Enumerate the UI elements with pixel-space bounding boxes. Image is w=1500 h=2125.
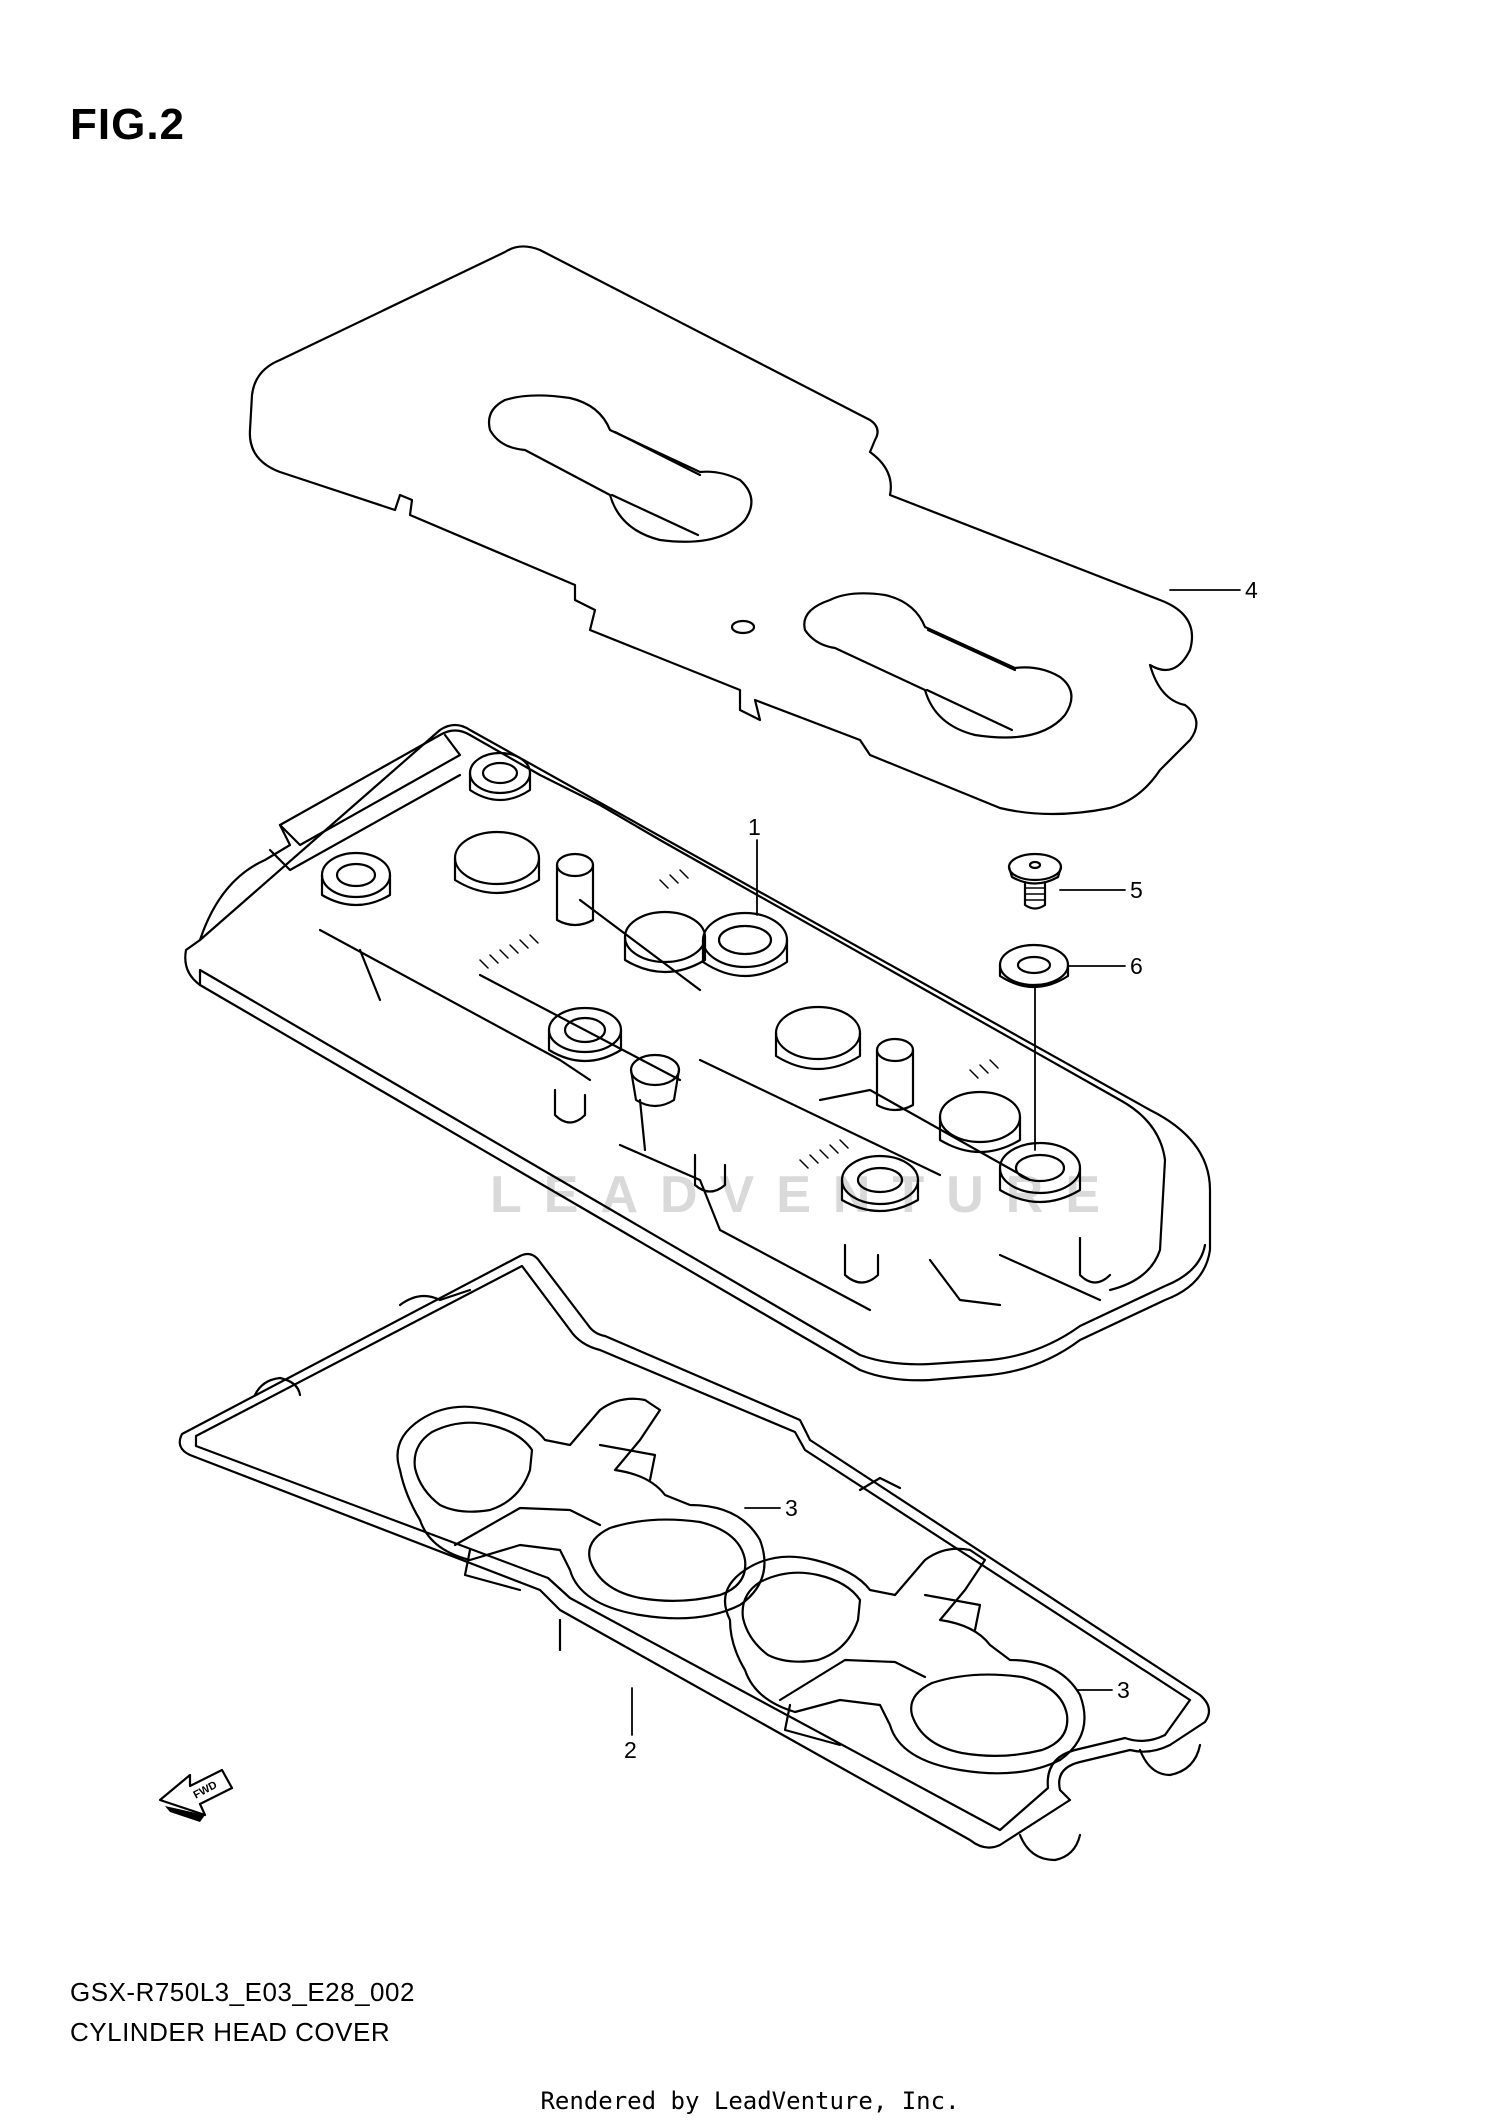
tube-3 bbox=[776, 1007, 860, 1069]
part-4-gasket-plate[interactable] bbox=[250, 246, 1197, 814]
boss-bottom-right bbox=[842, 1156, 918, 1211]
callout-2: 2 bbox=[624, 1737, 637, 1763]
breather-fitting bbox=[631, 1055, 679, 1150]
callout-leaders bbox=[632, 590, 1240, 1735]
callout-1: 1 bbox=[748, 814, 761, 840]
diagram-caption: CYLINDER HEAD COVER bbox=[70, 2017, 391, 2047]
boss-left bbox=[322, 853, 390, 905]
boss-right bbox=[1000, 1143, 1080, 1202]
part-1-cylinder-head-cover[interactable] bbox=[185, 725, 1210, 1380]
part-3-plug-seal-a[interactable] bbox=[398, 1399, 765, 1619]
boss-mid-left bbox=[549, 1008, 621, 1061]
callout-3a: 3 bbox=[785, 1495, 798, 1521]
peg-1 bbox=[557, 854, 593, 925]
part-5-bolt[interactable] bbox=[1009, 854, 1061, 909]
tube-1 bbox=[455, 832, 539, 893]
callout-6: 6 bbox=[1130, 953, 1143, 979]
fwd-arrow-icon: FWD bbox=[160, 1770, 232, 1822]
boss-top-left bbox=[470, 753, 530, 800]
callout-5: 5 bbox=[1130, 877, 1143, 903]
callout-4: 4 bbox=[1245, 577, 1258, 603]
boss-center bbox=[703, 913, 787, 976]
peg-2 bbox=[877, 1039, 913, 1110]
tube-4 bbox=[940, 1092, 1020, 1152]
diagram-code: GSX-R750L3_E03_E28_002 bbox=[70, 1977, 415, 2007]
part-2-cover-gasket[interactable] bbox=[180, 1254, 1209, 1860]
figure-label: FIG.2 bbox=[70, 100, 186, 149]
tube-2 bbox=[625, 912, 705, 972]
part-3-plug-seal-b[interactable] bbox=[725, 1549, 1085, 1774]
callout-3b: 3 bbox=[1117, 1677, 1130, 1703]
part-6-washer[interactable] bbox=[1000, 945, 1068, 987]
render-credit: Rendered by LeadVenture, Inc. bbox=[540, 2087, 960, 2115]
